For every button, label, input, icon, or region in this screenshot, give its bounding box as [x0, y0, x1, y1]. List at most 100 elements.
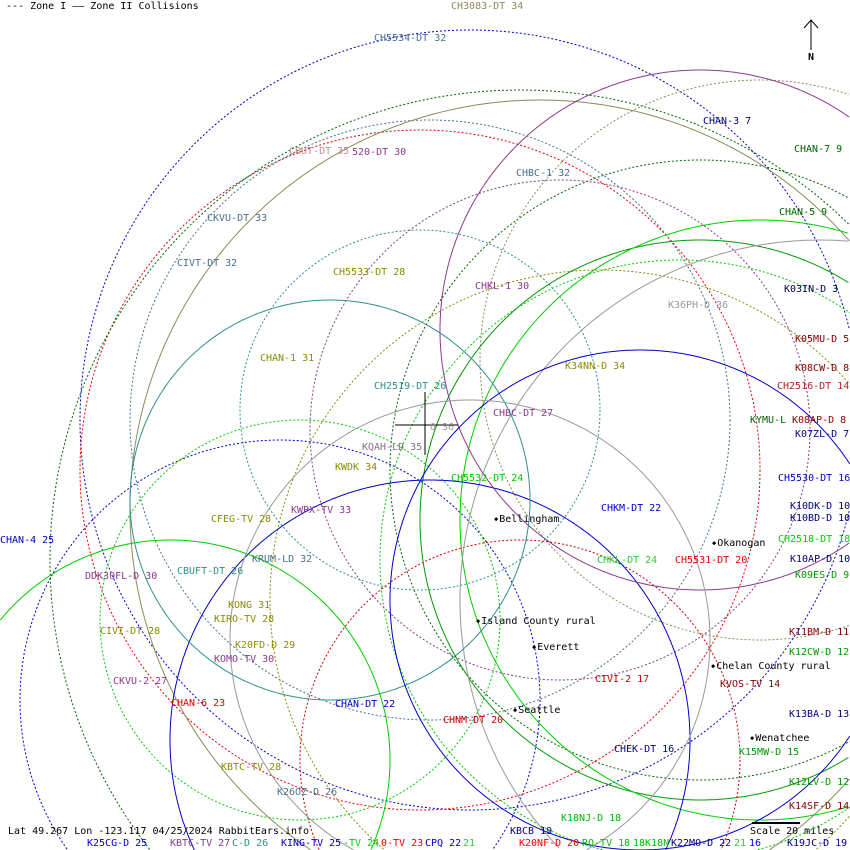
station-label[interactable]: CIVT-DT 32: [177, 258, 238, 269]
station-label[interactable]: CHAN-6 23: [171, 698, 226, 709]
station-label[interactable]: K12LV-D 12: [789, 777, 850, 788]
station-label[interactable]: K36PH-D 36: [668, 300, 729, 311]
station-label[interactable]: CH5534-DT 32: [374, 33, 447, 44]
station-label[interactable]: O 36: [430, 422, 455, 433]
station-label[interactable]: 0-TV 23: [381, 838, 424, 849]
station-label[interactable]: KRUM-LD 32: [252, 554, 313, 565]
station-label[interactable]: CHAN-4 25: [0, 535, 55, 546]
station-label[interactable]: K09ES-D 9: [795, 570, 850, 581]
station-label[interactable]: KVOS-TV 14: [720, 679, 781, 690]
station-label[interactable]: K18NJ-D 18: [561, 813, 622, 824]
station-label[interactable]: 520-DT 30: [352, 147, 407, 158]
station-label[interactable]: CKVU-DT 33: [207, 213, 268, 224]
station-label[interactable]: CHAN-3 7: [703, 116, 752, 127]
station-label[interactable]: KIRO-TV 28: [214, 614, 275, 625]
station-label[interactable]: K11BM-D 11: [789, 627, 850, 638]
station-label[interactable]: CHAN-5 9: [779, 207, 828, 218]
station-label[interactable]: K10BD-D 10: [790, 513, 850, 524]
station-label[interactable]: K12CW-D 12: [789, 647, 850, 658]
station-label[interactable]: K19JC-D 19: [787, 838, 848, 849]
contour-arc: [169, 479, 691, 850]
station-label[interactable]: CH3083-DT 34: [451, 1, 524, 12]
city-label: Everett: [532, 642, 579, 653]
station-label[interactable]: CH5531-DT 20: [675, 555, 748, 566]
station-label[interactable]: KQAH-LD 35: [362, 442, 423, 453]
station-label[interactable]: KONG 31: [228, 600, 271, 611]
station-label[interactable]: K34NN-D 34: [565, 361, 626, 372]
contour-arc: [720, 760, 741, 850]
station-label[interactable]: CH2519-DT 26: [374, 381, 447, 392]
station-label[interactable]: CIVI-DT 28: [100, 626, 161, 637]
station-label[interactable]: K07ZL-D 7: [795, 429, 850, 440]
station-label[interactable]: K26OZ-D 26: [277, 787, 338, 798]
station-label[interactable]: CHKL-1 30: [475, 281, 530, 292]
contour-arc: [665, 740, 691, 850]
station-label[interactable]: K20FD-D 29: [235, 640, 296, 651]
station-label[interactable]: KBTC-TV 27: [170, 838, 231, 849]
station-label[interactable]: C-D 26: [232, 838, 269, 849]
station-label[interactable]: K14SF-D 14: [789, 801, 850, 812]
station-label[interactable]: DDK30FL-D 30: [85, 571, 158, 582]
station-label[interactable]: 21: [734, 838, 747, 849]
contour-arc: [229, 399, 711, 850]
station-label[interactable]: KWPX-TV 33: [291, 505, 352, 516]
station-label[interactable]: CHBC-1 32: [516, 168, 571, 179]
station-label[interactable]: CH5532-DT 24: [451, 473, 524, 484]
station-label[interactable]: 16: [749, 838, 762, 849]
north-arrow-icon: [803, 19, 819, 50]
station-label[interactable]: K25CG-D 25: [87, 838, 148, 849]
station-label[interactable]: RO-TV 18: [582, 838, 631, 849]
contour-arc: [239, 229, 601, 591]
station-label[interactable]: K08CW-D 8: [795, 363, 850, 374]
station-label[interactable]: K05MU-D 5: [795, 334, 850, 345]
station-label[interactable]: CPQ 22: [425, 838, 462, 849]
station-label[interactable]: 21: [463, 838, 476, 849]
station-label[interactable]: KOMO-TV 30: [214, 654, 275, 665]
station-label[interactable]: CH5530-DT 16: [778, 473, 850, 484]
contour-arc: [129, 119, 731, 721]
station-label[interactable]: CH2516-DT 14: [777, 381, 850, 392]
station-label[interactable]: CHAN-DT 22: [335, 699, 396, 710]
station-label[interactable]: CFEG-TV 28: [211, 514, 272, 525]
station-label[interactable]: K15MW-D 15: [739, 747, 800, 758]
station-label[interactable]: KYMU-L: [750, 415, 787, 426]
station-label[interactable]: K20NF-D 20: [519, 838, 580, 849]
station-label[interactable]: K22MO-D 22: [671, 838, 732, 849]
station-label[interactable]: KBTC-TV 28: [221, 762, 282, 773]
contour-arc: [309, 179, 811, 681]
station-label[interactable]: CHEK-DT 16: [614, 744, 675, 755]
contour-arc: [459, 219, 848, 821]
station-label[interactable]: K10DK-D 10: [790, 501, 850, 512]
station-label[interactable]: KBCB 19: [510, 826, 553, 837]
station-label[interactable]: KWDK 34: [335, 462, 378, 473]
contour-arc: [586, 640, 711, 850]
station-label[interactable]: CHKM-DT 22: [601, 503, 662, 514]
contour-arc: [79, 29, 850, 811]
station-label[interactable]: CIVI-2 17: [595, 674, 650, 685]
station-label[interactable]: CHKL-DT 24: [597, 555, 658, 566]
status-bar: Lat 49.267 Lon -123.117 04/25/2024 Rabbi…: [8, 826, 310, 837]
contour-arc: [129, 299, 531, 701]
station-label[interactable]: K08AP-D 8: [792, 415, 847, 426]
station-label[interactable]: K13BA-D 13: [789, 709, 850, 720]
station-label[interactable]: CHAN-7 9: [794, 144, 843, 155]
contour-arc: [757, 806, 850, 850]
city-label: Seattle: [513, 705, 560, 716]
station-label[interactable]: CH5533-DT 28: [333, 267, 406, 278]
station-label[interactable]: CKVU-2 27: [113, 676, 168, 687]
station-label[interactable]: CBUT-DT 35: [289, 146, 350, 157]
station-label[interactable]: K03IN-D 3: [784, 284, 839, 295]
station-label[interactable]: 18K18N: [633, 838, 670, 849]
station-label[interactable]: KING-TV 25: [281, 838, 342, 849]
station-label[interactable]: CHNM-DT 20: [443, 715, 504, 726]
station-label[interactable]: CHAN-1 31: [260, 353, 315, 364]
station-label[interactable]: CHBC-DT 27: [493, 408, 554, 419]
station-label[interactable]: -TV 24: [343, 838, 380, 849]
station-label[interactable]: CH2518-DT 18: [778, 534, 850, 545]
contour-arc: [389, 159, 849, 781]
map-legend: --- Zone I —— Zone II Collisions: [6, 1, 199, 12]
station-label[interactable]: CBUFT-DT 26: [177, 566, 244, 577]
station-label[interactable]: K10AP-D 10: [790, 554, 850, 565]
